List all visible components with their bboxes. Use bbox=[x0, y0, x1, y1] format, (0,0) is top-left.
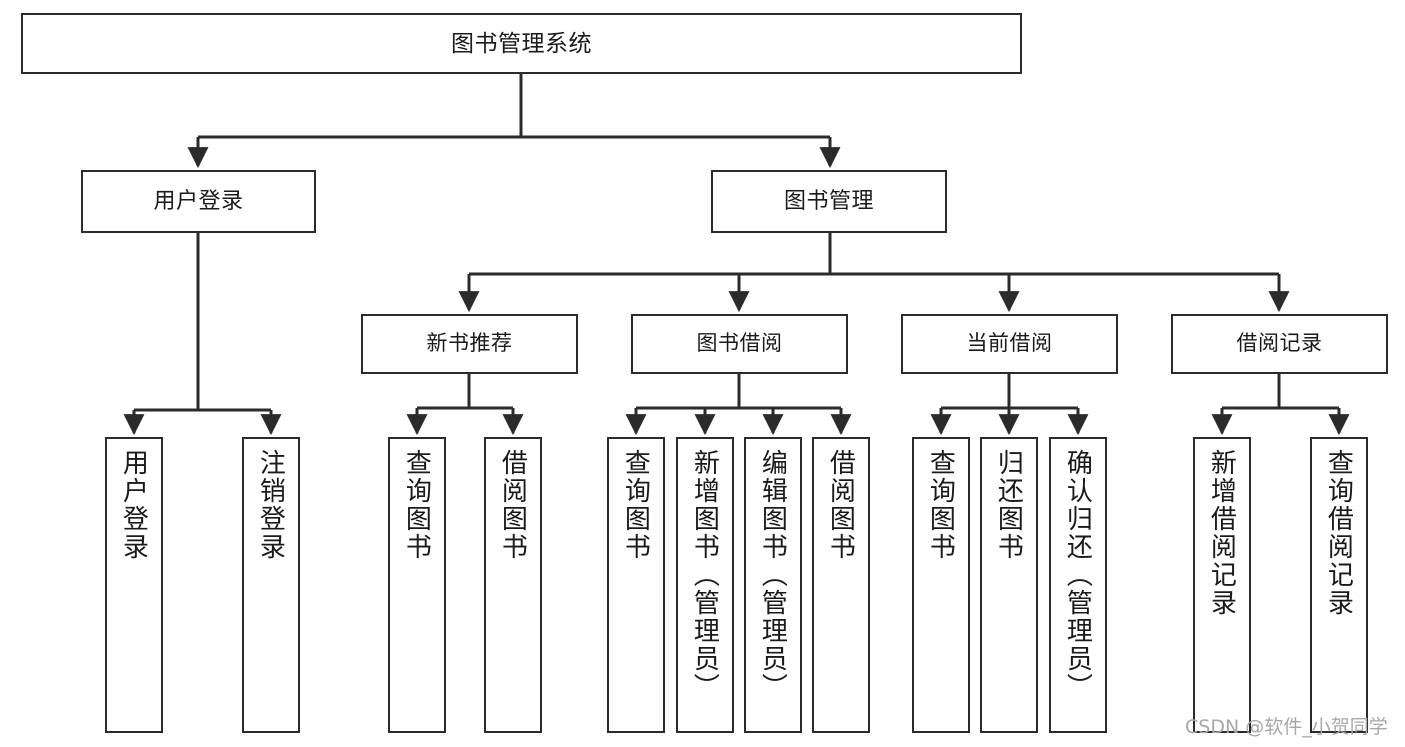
node-borrow-record-label: 借阅记录 bbox=[1236, 332, 1323, 356]
node-leaf-add-record[interactable]: 新增借阅记录 bbox=[1193, 437, 1251, 733]
node-leaf-query-record[interactable]: 查询借阅记录 bbox=[1310, 437, 1368, 733]
node-book-borrow-label: 图书借阅 bbox=[696, 332, 783, 356]
node-user-login-label: 用户登录 bbox=[153, 188, 244, 214]
node-current-borrow-label: 当前借阅 bbox=[966, 332, 1053, 356]
node-user-login[interactable]: 用户登录 bbox=[81, 170, 316, 233]
node-leaf-query-record-label: 查询借阅记录 bbox=[1324, 449, 1355, 617]
node-leaf-user-login-label: 用户登录 bbox=[119, 449, 150, 561]
node-leaf-query-book-2-label: 查询图书 bbox=[621, 449, 652, 561]
node-leaf-logout-label: 注销登录 bbox=[256, 449, 287, 561]
node-leaf-add-book-label: 新增图书（管理员） bbox=[690, 449, 721, 701]
node-book-management[interactable]: 图书管理 bbox=[711, 170, 947, 233]
node-leaf-add-book[interactable]: 新增图书（管理员） bbox=[676, 437, 734, 733]
node-leaf-query-book-1-label: 查询图书 bbox=[402, 449, 433, 561]
node-leaf-borrow-book-1-label: 借阅图书 bbox=[498, 449, 529, 561]
node-new-book-recommend[interactable]: 新书推荐 bbox=[361, 314, 578, 374]
node-book-borrow[interactable]: 图书借阅 bbox=[631, 314, 848, 374]
node-leaf-return-book[interactable]: 归还图书 bbox=[980, 437, 1038, 733]
node-root-book-management-system[interactable]: 图书管理系统 bbox=[21, 13, 1022, 74]
node-leaf-confirm-return[interactable]: 确认归还（管理员） bbox=[1049, 437, 1107, 733]
node-root-label: 图书管理系统 bbox=[451, 30, 592, 57]
node-leaf-borrow-book-2-label: 借阅图书 bbox=[826, 449, 857, 561]
node-book-management-label: 图书管理 bbox=[783, 188, 874, 214]
node-leaf-confirm-return-label: 确认归还（管理员） bbox=[1063, 449, 1094, 701]
node-current-borrow[interactable]: 当前借阅 bbox=[901, 314, 1118, 374]
node-leaf-logout[interactable]: 注销登录 bbox=[242, 437, 300, 733]
node-leaf-user-login[interactable]: 用户登录 bbox=[105, 437, 163, 733]
csdn-watermark: CSDN @软件_小贺同学 bbox=[1185, 716, 1388, 738]
node-leaf-query-book-1[interactable]: 查询图书 bbox=[388, 437, 446, 733]
node-borrow-record[interactable]: 借阅记录 bbox=[1171, 314, 1388, 374]
node-leaf-edit-book[interactable]: 编辑图书（管理员） bbox=[744, 437, 802, 733]
node-leaf-borrow-book-2[interactable]: 借阅图书 bbox=[812, 437, 870, 733]
node-leaf-borrow-book-1[interactable]: 借阅图书 bbox=[484, 437, 542, 733]
node-leaf-query-book-3-label: 查询图书 bbox=[926, 449, 957, 561]
node-leaf-edit-book-label: 编辑图书（管理员） bbox=[758, 449, 789, 701]
node-leaf-return-book-label: 归还图书 bbox=[994, 449, 1025, 561]
node-leaf-query-book-3[interactable]: 查询图书 bbox=[912, 437, 970, 733]
node-leaf-add-record-label: 新增借阅记录 bbox=[1207, 449, 1238, 617]
node-leaf-query-book-2[interactable]: 查询图书 bbox=[607, 437, 665, 733]
node-new-book-recommend-label: 新书推荐 bbox=[426, 332, 513, 356]
